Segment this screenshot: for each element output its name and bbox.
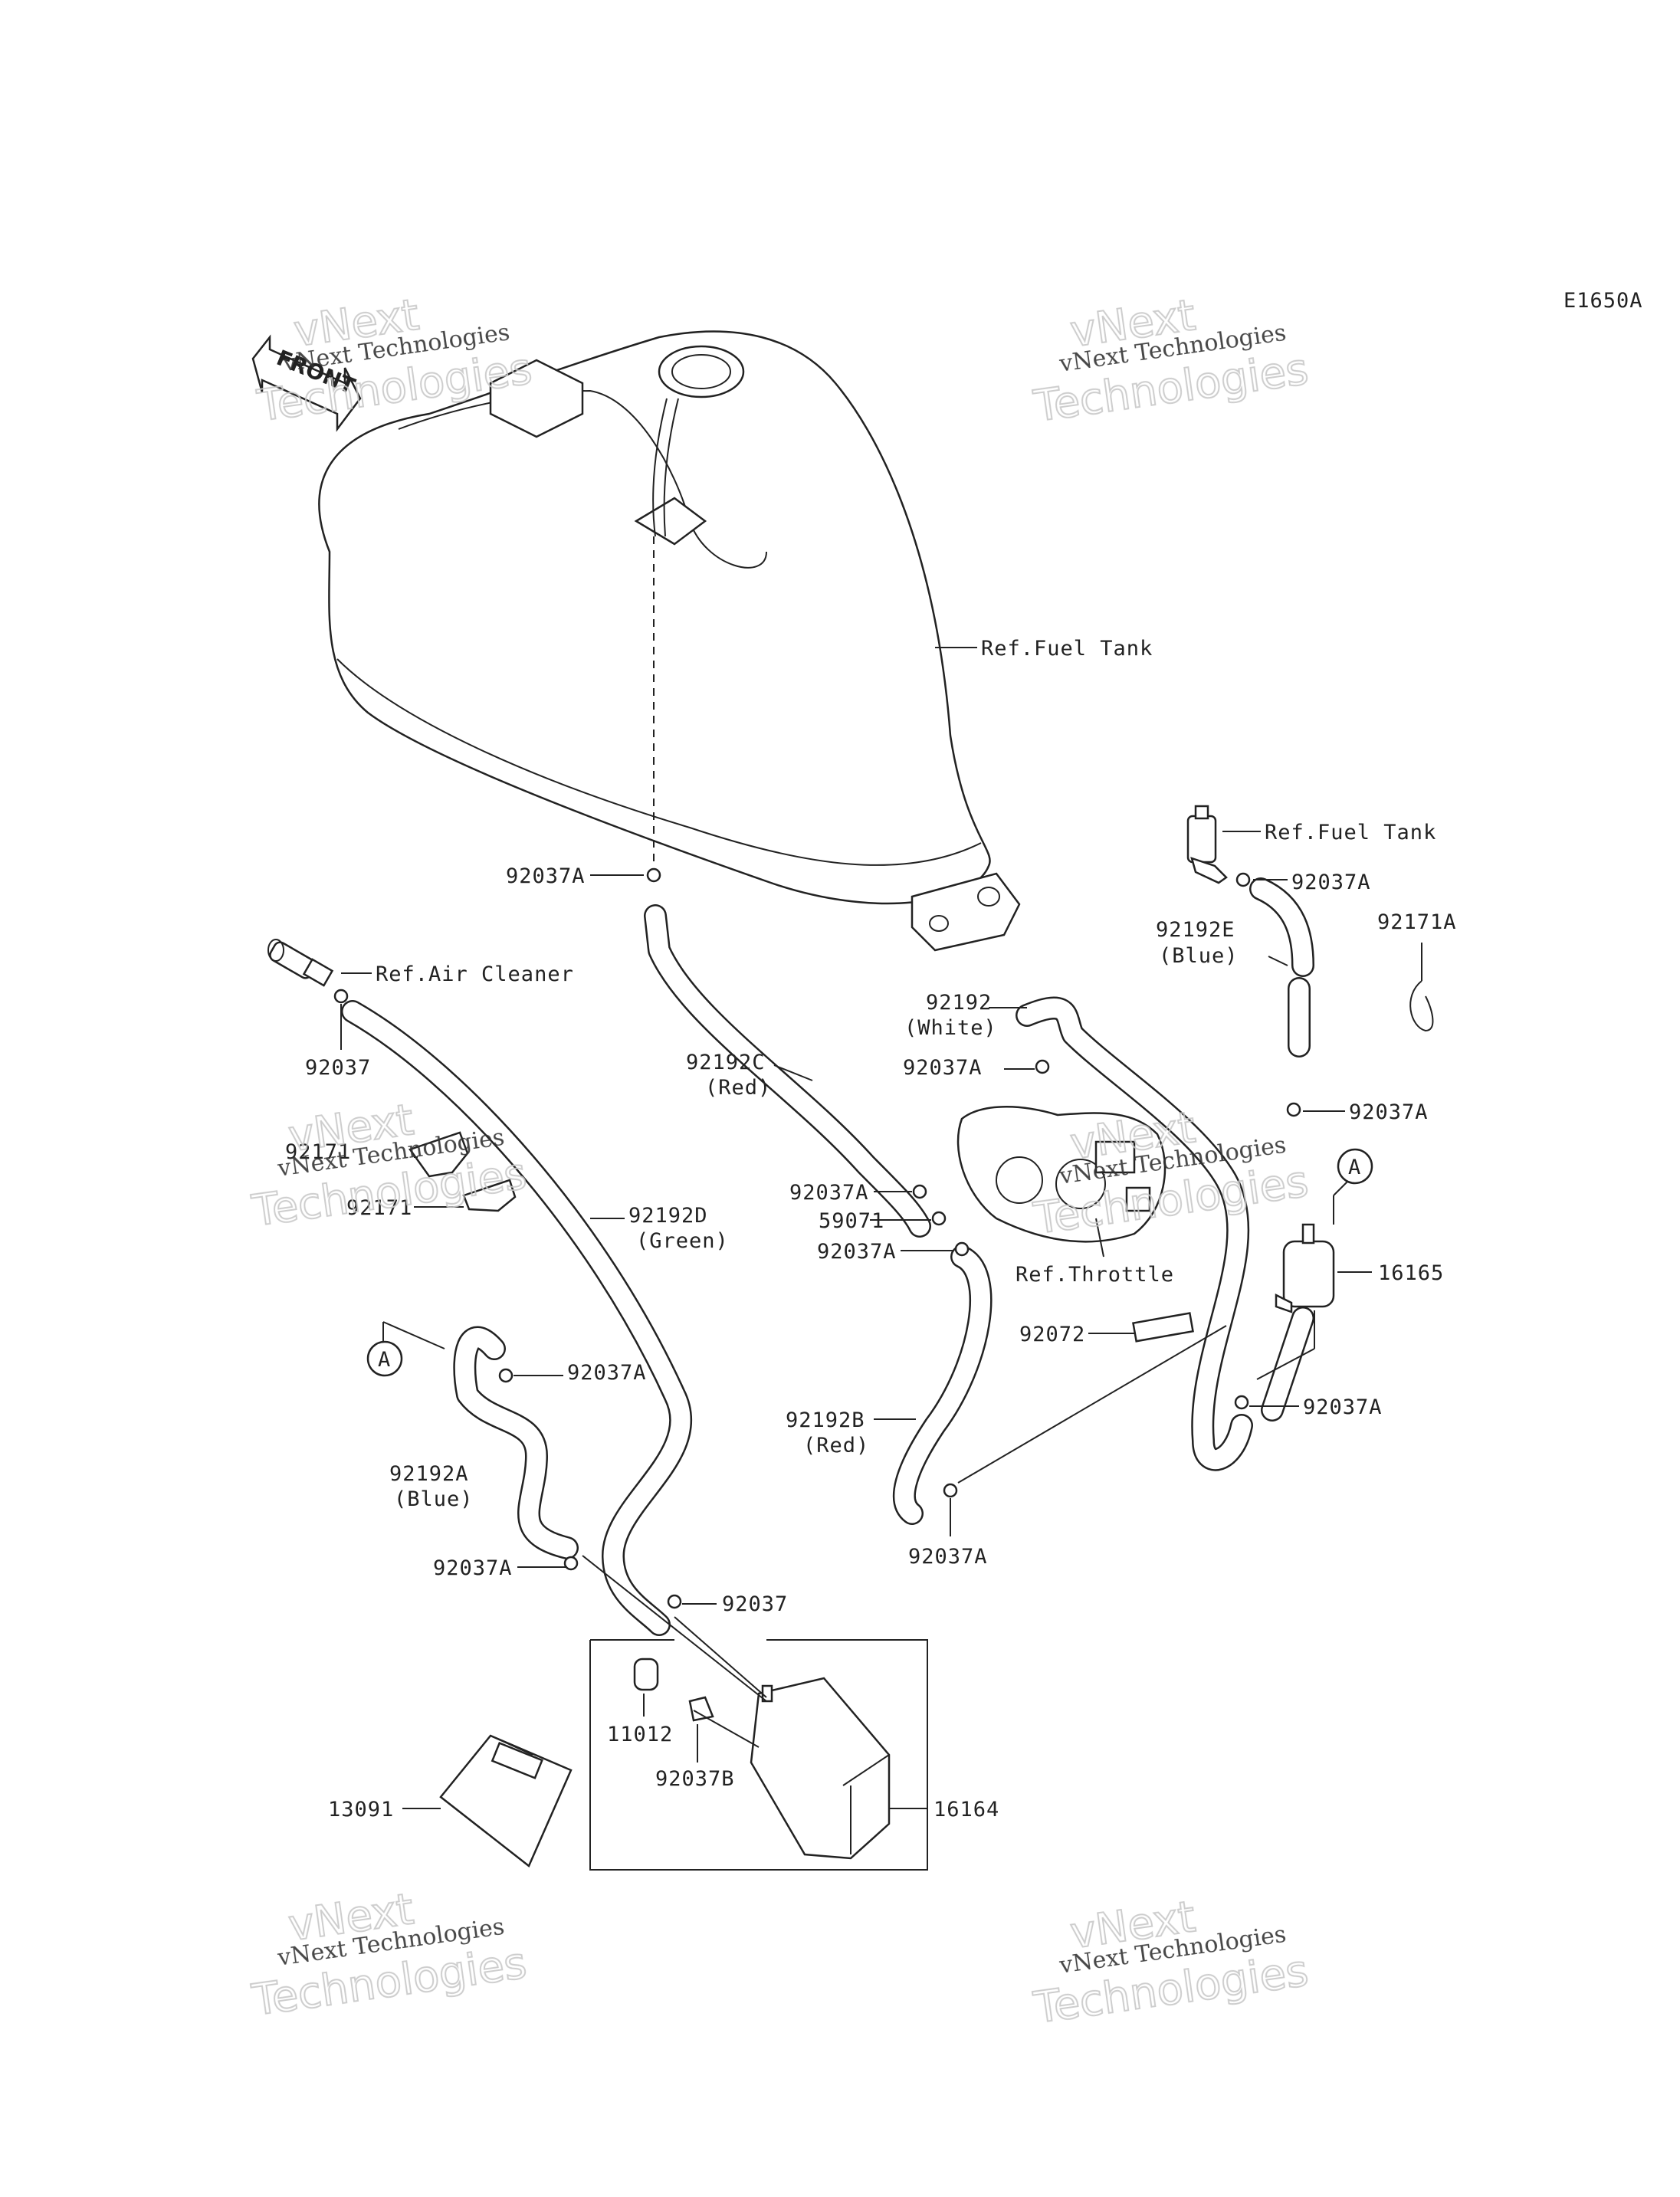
label-92037a-bottom: 92037A	[908, 1545, 988, 1569]
label-16165: 16165	[1378, 1261, 1444, 1285]
fuel-tank-fitting-right	[1186, 805, 1228, 884]
clamp-92037b	[688, 1696, 714, 1722]
diagram-code: E1650A	[1564, 289, 1643, 313]
label-92037a-c: 92037A	[789, 1181, 869, 1205]
label-92037a-left-low: 92037A	[433, 1556, 513, 1580]
label-92192-color: (White)	[904, 1016, 997, 1040]
label-92192d: 92192D	[628, 1204, 708, 1228]
label-92171a: 92171A	[1377, 910, 1457, 934]
clip-92171-a	[409, 1131, 469, 1178]
canister-frame	[589, 1639, 928, 1871]
label-ref-fuel-tank-right: Ref.Fuel Tank	[1265, 821, 1436, 844]
label-92072: 92072	[1019, 1323, 1085, 1346]
label-92037a-right-mid: 92037A	[1349, 1100, 1429, 1124]
label-92037a-right-top: 92037A	[1291, 871, 1371, 894]
hose-92192a	[453, 1326, 579, 1559]
label-92192a-color: (Blue)	[394, 1487, 474, 1511]
label-16164: 16164	[934, 1798, 999, 1822]
label-92192d-color: (Green)	[636, 1229, 729, 1253]
label-92037a-tank: 92037A	[506, 864, 586, 888]
label-92171-b: 92171	[346, 1196, 412, 1220]
cap-11012	[633, 1658, 659, 1691]
label-92037a-d: 92037A	[817, 1240, 897, 1264]
clip-92171a	[1409, 980, 1434, 1032]
air-cleaner-fitting	[267, 939, 334, 987]
svg-text:A: A	[1348, 1156, 1361, 1179]
label-92037b: 92037B	[655, 1767, 735, 1791]
label-92192: 92192	[926, 991, 992, 1015]
label-92037-low: 92037	[722, 1592, 788, 1616]
svg-text:A: A	[378, 1348, 391, 1372]
label-92192a: 92192A	[389, 1462, 469, 1486]
label-92192b-color: (Red)	[803, 1434, 869, 1458]
label-92037a-left: 92037A	[567, 1361, 647, 1385]
label-59071: 59071	[819, 1209, 884, 1233]
label-92192c: 92192C	[686, 1051, 766, 1074]
label-92037a-mid: 92037A	[903, 1056, 983, 1080]
label-13091: 13091	[328, 1798, 394, 1822]
canister-16164	[750, 1677, 891, 1860]
leader-lines	[340, 647, 1422, 1809]
label-ref-fuel-tank-main: Ref.Fuel Tank	[981, 637, 1153, 661]
clip-92171-b	[462, 1179, 517, 1212]
label-92171-a: 92171	[285, 1140, 351, 1164]
label-ref-throttle: Ref.Throttle	[1016, 1263, 1174, 1287]
strap-92072	[1132, 1312, 1194, 1343]
label-92192e-color: (Blue)	[1159, 944, 1239, 968]
label-92192c-color: (Red)	[705, 1076, 771, 1100]
throttle-body	[956, 1106, 1166, 1243]
clamps	[333, 867, 1301, 1609]
marker-a-right: A	[1337, 1148, 1373, 1185]
cover-13091	[439, 1734, 573, 1867]
label-11012: 11012	[607, 1723, 673, 1746]
fuel-tank	[318, 330, 1021, 952]
fuel-filter-16165	[1275, 1223, 1335, 1313]
label-92192b: 92192B	[786, 1408, 865, 1432]
marker-a-left: A	[366, 1340, 403, 1377]
label-92192e: 92192E	[1156, 918, 1235, 942]
label-92037: 92037	[305, 1056, 371, 1080]
label-ref-air-cleaner: Ref.Air Cleaner	[376, 962, 574, 986]
label-92037a-right-low: 92037A	[1303, 1395, 1383, 1419]
